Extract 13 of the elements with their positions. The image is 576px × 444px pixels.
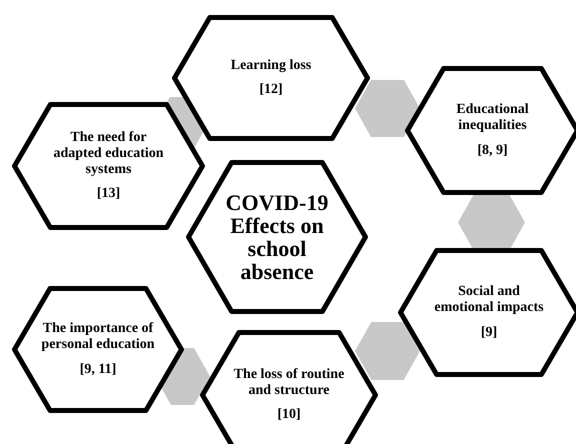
topic-label: The loss of routine and structure <box>232 366 346 400</box>
topic-label: The importance of personal education <box>40 321 156 354</box>
topic-label: Learning loss <box>230 58 312 74</box>
topic-label: Educational inequalities <box>455 102 530 135</box>
topic-label: Social and emotional impacts <box>433 284 545 317</box>
reference-number: [12] <box>259 82 283 98</box>
reference-number: [13] <box>96 186 120 202</box>
topic-label: The need for adapted education systems <box>52 130 165 178</box>
reference-number: [10] <box>277 407 301 424</box>
central-title: COVID-19 Effects on school absence <box>224 190 330 284</box>
reference-number: [9] <box>480 324 498 341</box>
reference-number: [9, 11] <box>80 362 116 378</box>
reference-number: [8, 9] <box>477 142 508 159</box>
